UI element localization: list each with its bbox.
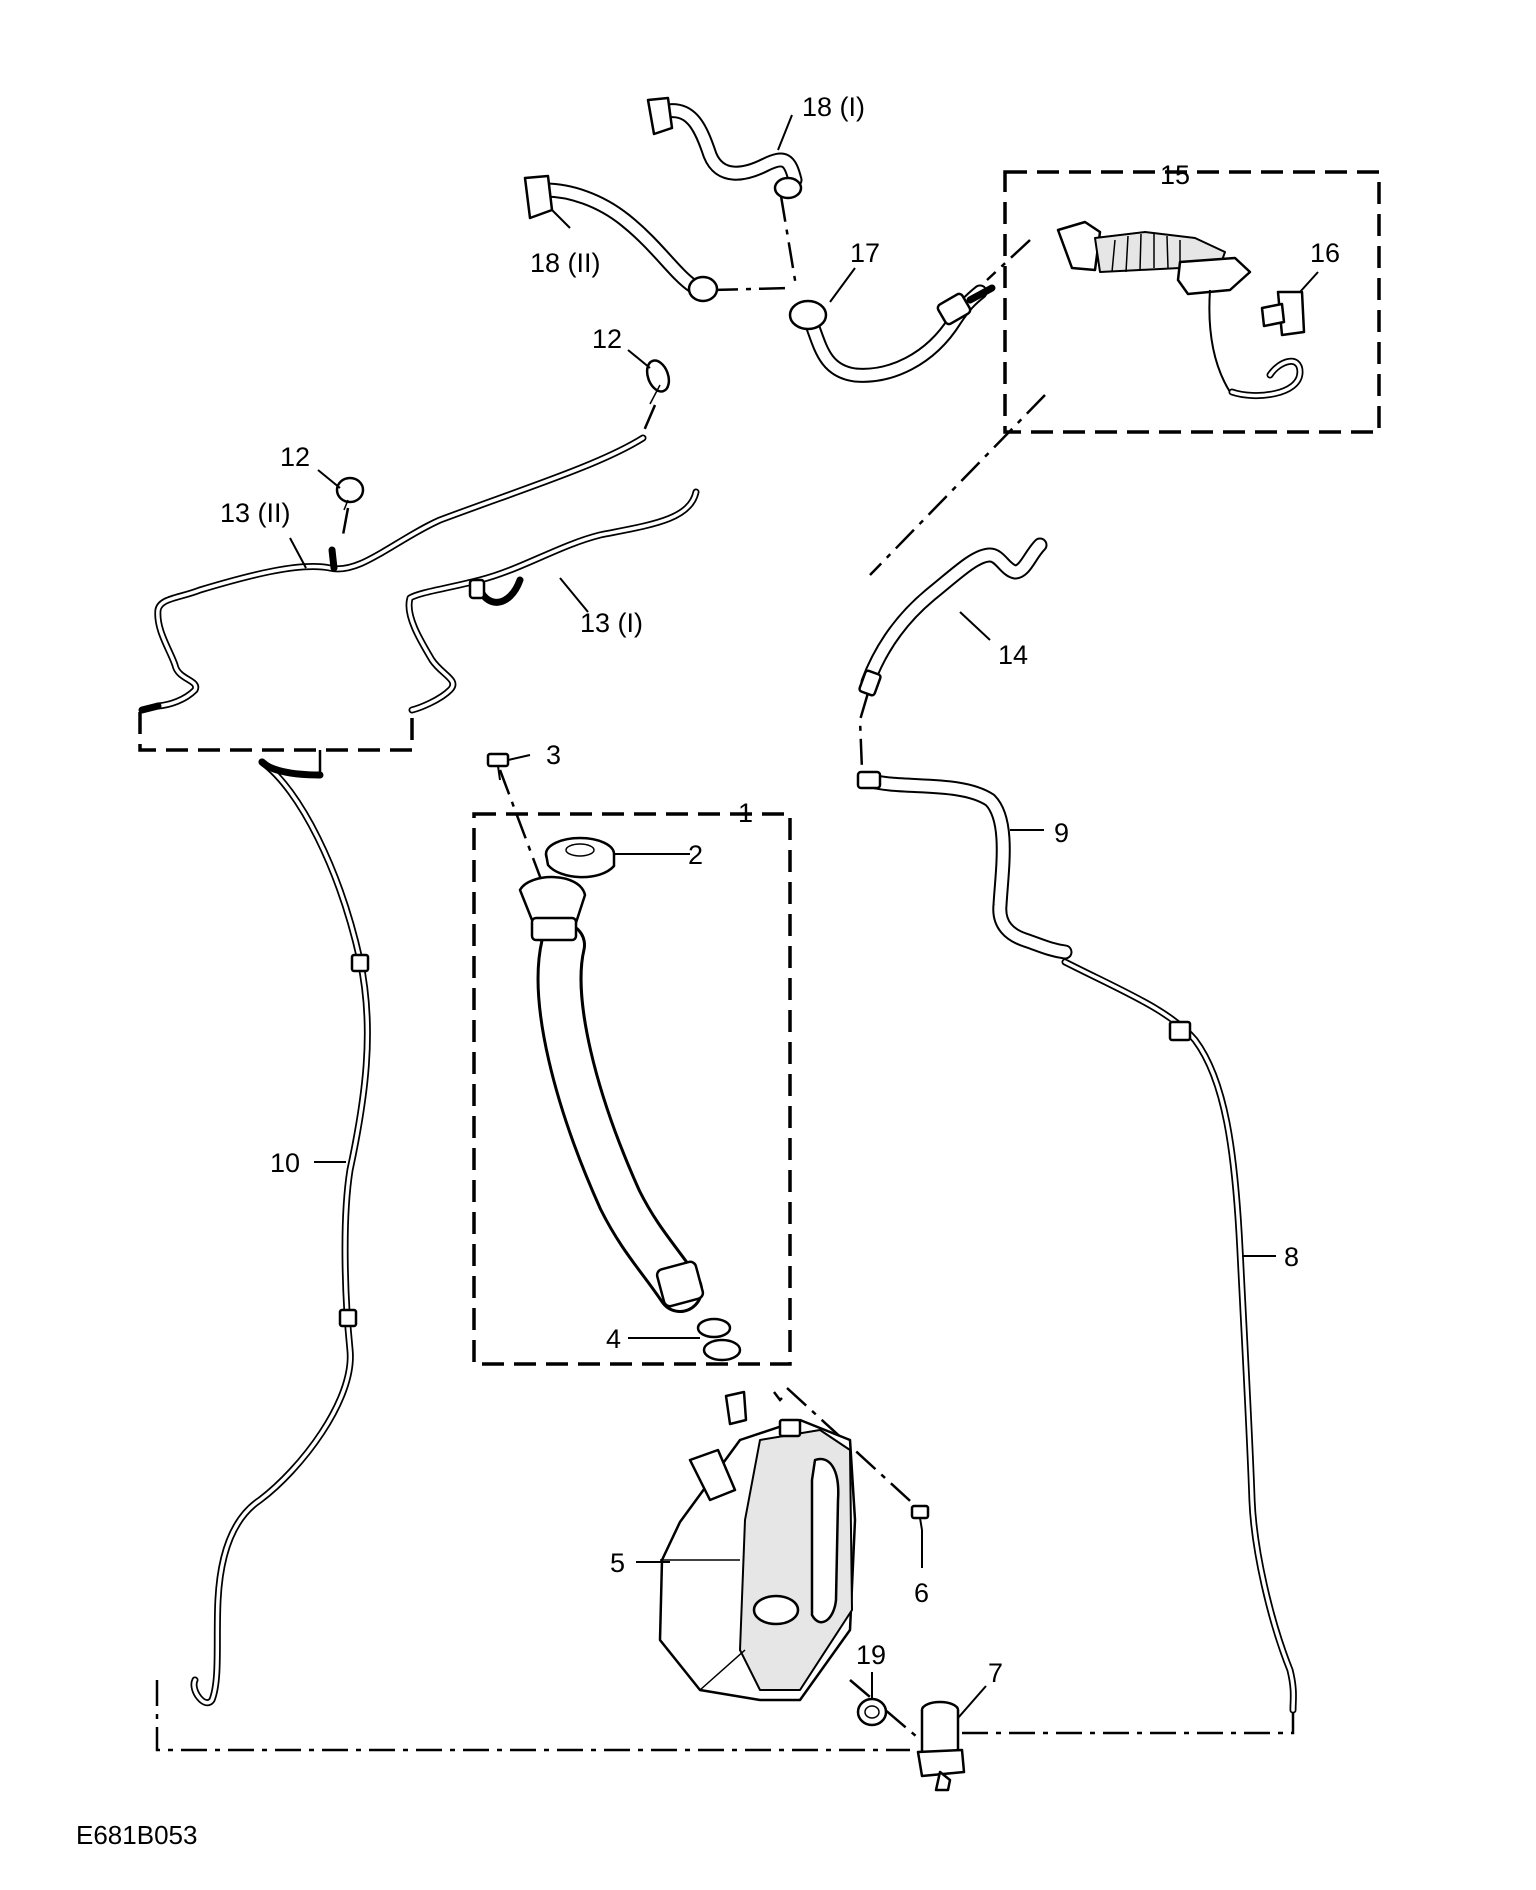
callout-6: 6 bbox=[914, 1578, 929, 1608]
part-8-hose bbox=[1061, 958, 1297, 1714]
part-14-hose bbox=[858, 537, 1048, 697]
callout-9: 9 bbox=[1054, 818, 1069, 848]
part-2-cap bbox=[544, 836, 616, 879]
callout-14: 14 bbox=[998, 640, 1028, 670]
part-1-filler-neck bbox=[518, 875, 705, 1313]
callout-19: 19 bbox=[856, 1640, 886, 1670]
part-18-i-hose bbox=[646, 96, 803, 200]
part-5-reservoir bbox=[658, 1390, 857, 1702]
callout-8: 8 bbox=[1284, 1242, 1299, 1272]
callout-5: 5 bbox=[610, 1548, 625, 1578]
callout-7: 7 bbox=[988, 1658, 1003, 1688]
part-15-hose-assembly bbox=[1056, 220, 1304, 400]
callout-18-i: 18 (I) bbox=[802, 92, 865, 122]
part-18-ii-hose bbox=[523, 174, 719, 303]
part-10-tube bbox=[190, 758, 371, 1706]
group-box-15 bbox=[1003, 170, 1381, 434]
callout-12-lower: 12 bbox=[280, 442, 310, 472]
group-bracket-13 bbox=[138, 712, 414, 752]
part-13-i-tube bbox=[405, 488, 700, 714]
part-13-ii-tube bbox=[138, 434, 647, 714]
figure-code: E681B053 bbox=[76, 1820, 197, 1850]
callout-13-ii: 13 (II) bbox=[220, 498, 291, 528]
callout-3: 3 bbox=[546, 740, 561, 770]
part-12-jet-lower bbox=[335, 476, 365, 511]
callout-18-ii: 18 (II) bbox=[530, 248, 601, 278]
callout-1: 1 bbox=[738, 798, 753, 828]
callout-17: 17 bbox=[850, 238, 880, 268]
part-7-pump bbox=[916, 1700, 966, 1792]
part-12-jet-upper bbox=[645, 359, 671, 405]
callout-12-upper: 12 bbox=[592, 324, 622, 354]
callout-2: 2 bbox=[688, 840, 703, 870]
group-box-1 bbox=[472, 812, 792, 1366]
callout-15: 15 bbox=[1160, 160, 1190, 190]
part-3-bolt bbox=[486, 752, 510, 781]
callout-4: 4 bbox=[606, 1324, 621, 1354]
callout-13-i: 13 (I) bbox=[580, 608, 643, 638]
part-19-grommet bbox=[856, 1697, 888, 1727]
part-17-check-valve bbox=[788, 284, 996, 383]
part-6-bolt bbox=[910, 1504, 930, 1531]
part-9-hose bbox=[856, 770, 1073, 960]
part-4-seals bbox=[696, 1317, 742, 1362]
callout-10: 10 bbox=[270, 1148, 300, 1178]
part-16-connector bbox=[1260, 290, 1306, 337]
callout-16: 16 bbox=[1310, 238, 1340, 268]
leader-lines bbox=[289, 114, 1319, 1719]
